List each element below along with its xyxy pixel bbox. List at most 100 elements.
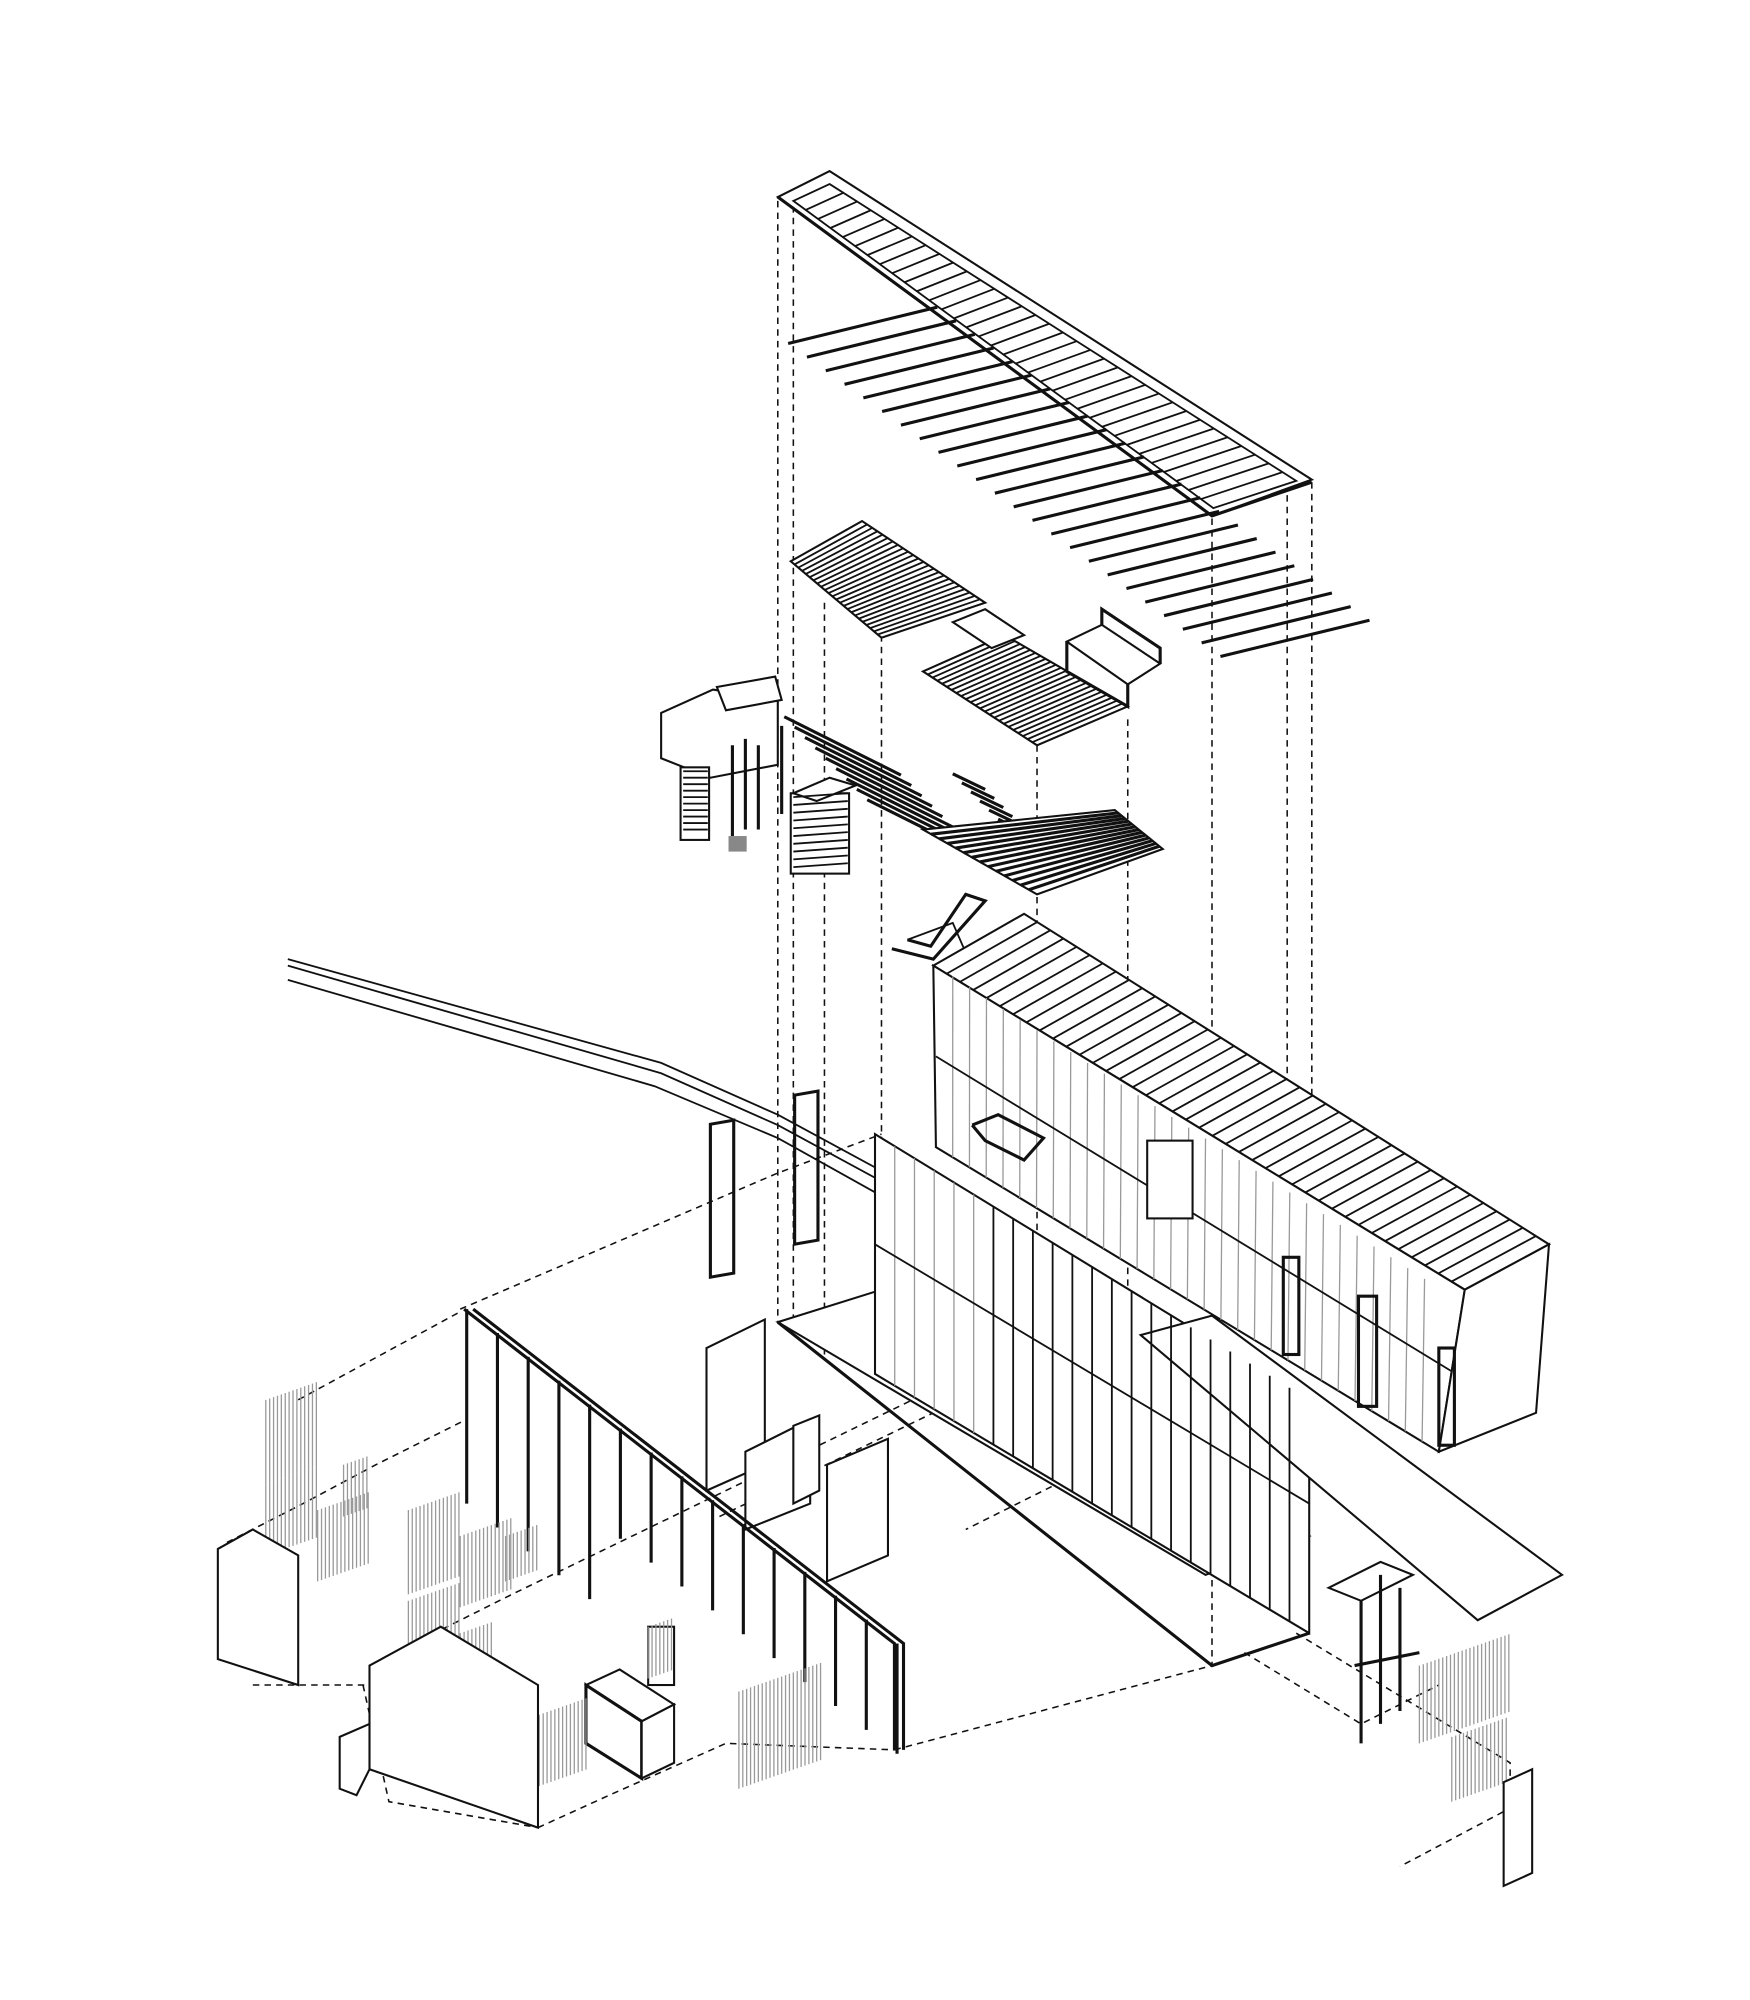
rib <box>1304 1144 1392 1194</box>
rib <box>805 191 844 211</box>
facade-slat <box>1387 1257 1392 1422</box>
facade-slat <box>1203 1138 1207 1310</box>
retaining-walls <box>216 1528 1534 1888</box>
rib <box>847 571 940 610</box>
rib <box>1200 471 1283 500</box>
rib <box>1027 349 1091 374</box>
facade-slat <box>1119 1084 1122 1259</box>
rib <box>809 537 889 578</box>
floor-joist <box>793 725 912 787</box>
rib <box>1265 1119 1353 1169</box>
facade-slat <box>1371 1246 1375 1412</box>
cladding <box>793 854 848 861</box>
upper-deck-left <box>788 519 988 639</box>
rib <box>831 557 919 598</box>
rib <box>1188 462 1270 491</box>
rib <box>1022 696 1113 737</box>
joist <box>1126 550 1276 590</box>
rib <box>1251 1111 1340 1161</box>
facade-slat <box>1404 1268 1409 1432</box>
cladding <box>793 807 848 814</box>
cladding <box>793 846 848 853</box>
rib <box>974 666 1062 707</box>
rib <box>820 547 904 588</box>
rib <box>1004 836 1150 878</box>
terrain-section-lines <box>287 958 934 1226</box>
floor-joist <box>835 767 954 829</box>
ground-floor-volume <box>775 1132 1564 1668</box>
joist <box>900 387 1051 427</box>
joist <box>862 360 1013 400</box>
rib <box>939 814 1122 841</box>
joist <box>1088 523 1239 563</box>
cladding <box>793 815 848 822</box>
rib <box>828 554 914 594</box>
rib <box>1027 699 1118 740</box>
balcony <box>1064 606 1163 710</box>
rib <box>1384 1193 1471 1242</box>
rib <box>941 646 1026 685</box>
kitchen-unit <box>583 1625 677 1782</box>
rib <box>850 574 945 614</box>
rib <box>891 253 940 275</box>
staircase <box>891 892 988 961</box>
rib <box>869 591 971 630</box>
cladding <box>793 839 848 845</box>
rib <box>1138 427 1215 455</box>
joist <box>844 346 994 386</box>
rib <box>1424 1218 1511 1267</box>
cladding <box>793 831 848 837</box>
rib <box>946 649 1031 688</box>
rib <box>1052 366 1119 392</box>
rib <box>1040 357 1105 383</box>
upper-deck-right <box>920 608 1131 747</box>
rib <box>1331 1160 1419 1210</box>
rib <box>989 675 1077 716</box>
floor-joist <box>825 756 944 818</box>
rib <box>936 643 1021 682</box>
rib <box>904 261 954 284</box>
rib <box>1198 1078 1287 1129</box>
facade-slat <box>1102 1073 1106 1249</box>
facade-slat <box>1136 1095 1139 1269</box>
roof-slab <box>775 169 1315 518</box>
facade-slat <box>1035 1030 1038 1209</box>
floor-joist <box>804 736 923 798</box>
rib <box>979 828 1140 864</box>
rib <box>916 270 968 293</box>
rib <box>971 825 1136 859</box>
rib <box>993 678 1082 719</box>
rib <box>1003 331 1064 356</box>
rib <box>1172 1061 1261 1113</box>
joist <box>1144 564 1295 604</box>
rib <box>1079 1003 1169 1056</box>
rib <box>1089 392 1160 419</box>
rib <box>1015 340 1077 365</box>
rib <box>959 929 1051 983</box>
rib <box>1318 1152 1406 1202</box>
rib <box>1163 445 1242 473</box>
rib <box>867 235 913 256</box>
joist <box>956 428 1107 468</box>
rib <box>972 937 1064 991</box>
joist <box>1069 509 1220 550</box>
rib <box>951 652 1036 691</box>
rib <box>862 584 960 623</box>
rib <box>1126 418 1201 446</box>
rib <box>965 305 1023 329</box>
bathroom-module <box>660 675 859 875</box>
rib <box>1064 375 1132 401</box>
rib <box>978 314 1036 338</box>
rib <box>1291 1136 1379 1186</box>
floor-joist <box>783 715 902 777</box>
rib <box>928 279 981 302</box>
rib <box>1012 690 1103 731</box>
rib <box>1092 1012 1182 1064</box>
rib <box>1077 383 1146 410</box>
facade-slat <box>1421 1278 1426 1442</box>
rib <box>930 811 1119 836</box>
joist <box>1163 577 1314 618</box>
rib <box>946 921 1038 975</box>
